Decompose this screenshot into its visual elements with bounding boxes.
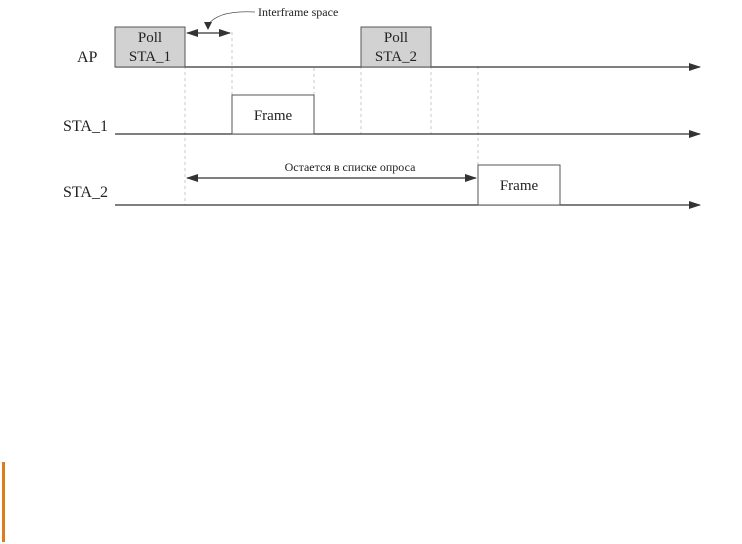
sta2-frame-box: Frame bbox=[477, 164, 561, 206]
sta1-frame-box: Frame bbox=[231, 94, 315, 135]
poll-sta2-box: Poll STA_2 bbox=[360, 26, 432, 68]
sta1-frame-label: Frame bbox=[254, 108, 293, 124]
poll-sta1-line1: Poll bbox=[138, 30, 162, 46]
lane-label-sta1: STA_1 bbox=[63, 118, 108, 135]
sta2-frame-label: Frame bbox=[500, 178, 539, 194]
poll-sta2-line2: STA_2 bbox=[375, 49, 417, 65]
poll-sta1-line2: STA_1 bbox=[129, 49, 171, 65]
poll-sta1-rect bbox=[114, 26, 186, 68]
poll-sta1-box: Poll STA_1 bbox=[114, 26, 186, 68]
lane-label-ap: AP bbox=[77, 49, 98, 66]
poll-sta2-rect bbox=[360, 26, 432, 68]
interframe-callout-pointer bbox=[204, 22, 212, 30]
guide-lines bbox=[184, 32, 479, 205]
sta1-frame-rect bbox=[231, 94, 315, 135]
sta2-frame-rect bbox=[477, 164, 561, 206]
poll-sta2-line1: Poll bbox=[384, 30, 408, 46]
interframe-space-label: Interframe space bbox=[258, 5, 338, 19]
interframe-callout-line bbox=[207, 11, 256, 26]
side-marker-bar bbox=[2, 462, 5, 542]
lane-label-sta2: STA_2 bbox=[63, 184, 108, 201]
poll-list-label: Остается в списке опроса bbox=[285, 160, 416, 174]
